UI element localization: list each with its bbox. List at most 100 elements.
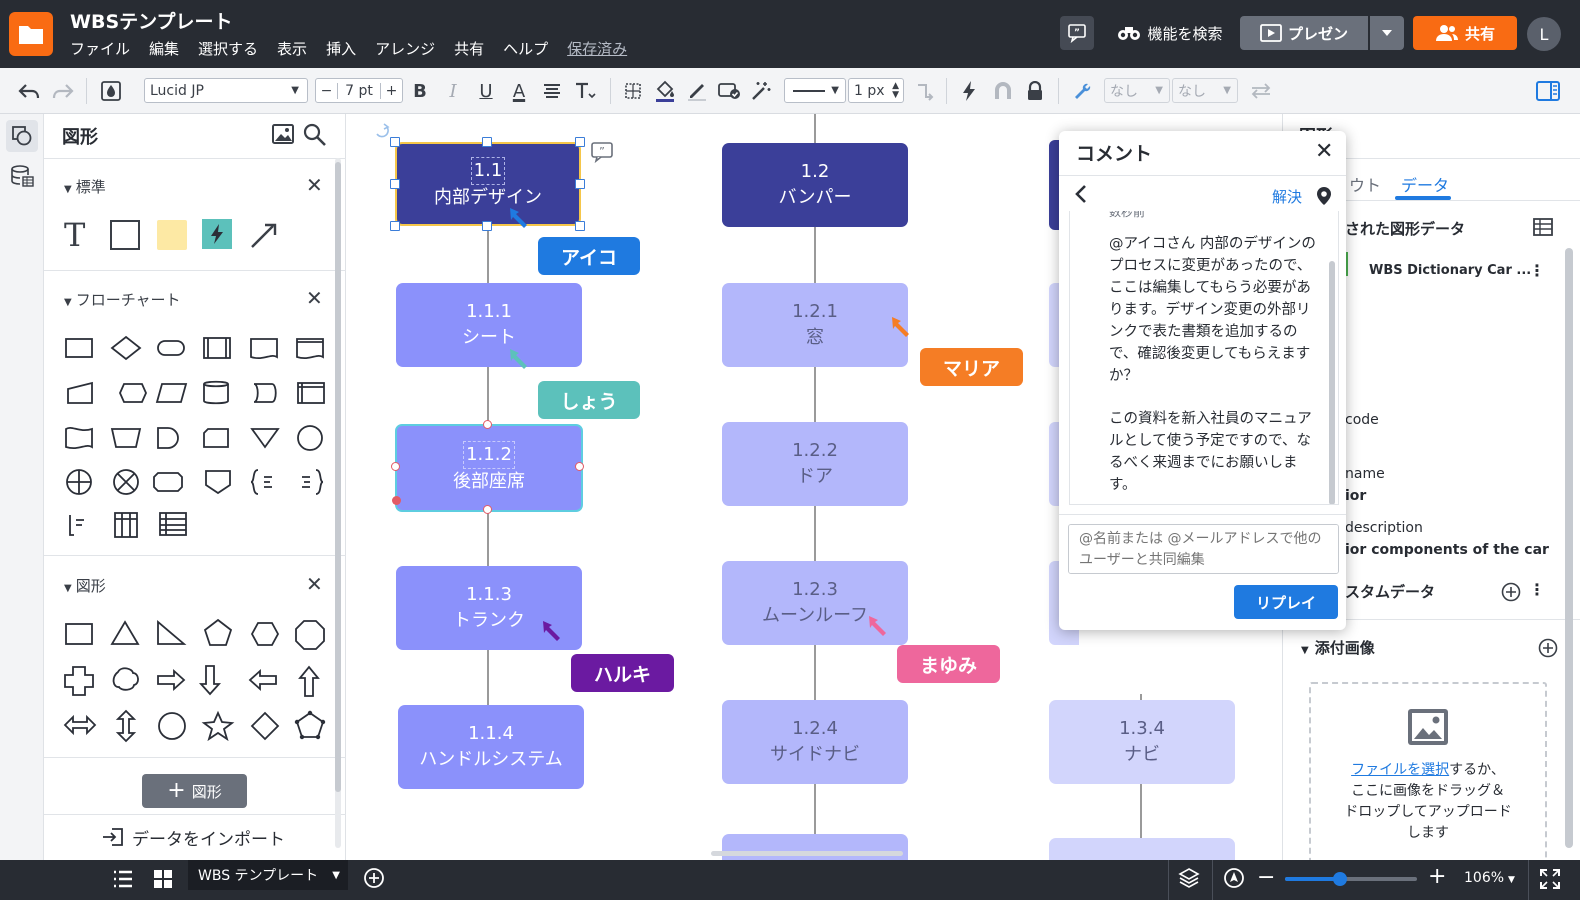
align-icon[interactable] — [540, 68, 564, 114]
rotate-icon[interactable] — [374, 122, 392, 140]
line-route-icon[interactable] — [912, 68, 938, 114]
node-1-1-1[interactable]: 1.1.1 シート — [396, 283, 582, 367]
rectangle-shape[interactable] — [110, 220, 140, 250]
menu-help[interactable]: ヘルプ — [503, 40, 549, 58]
node-1-3-4[interactable]: 1.3.4 ナビ — [1049, 700, 1235, 784]
menu-view[interactable]: 表示 — [277, 40, 308, 58]
menu-share[interactable]: 共有 — [454, 40, 485, 58]
node-1-1-3[interactable]: 1.1.3 トランク — [396, 566, 582, 650]
font-size-value[interactable]: 7 pt — [345, 82, 373, 99]
shapes-tool-icon[interactable] — [6, 120, 38, 152]
more-options-icon[interactable]: ⋮ — [1529, 580, 1545, 599]
zoom-out-icon[interactable]: − — [1257, 865, 1276, 890]
horizontal-scrollbar[interactable] — [711, 851, 903, 856]
panel-toggle-icon[interactable] — [1533, 68, 1563, 114]
undo-icon[interactable] — [14, 68, 44, 114]
connection-point[interactable] — [392, 496, 401, 505]
table-icon[interactable] — [1533, 218, 1553, 236]
section-flowchart-header[interactable]: ▼フローチャート — [64, 291, 181, 309]
magic-wand-icon[interactable] — [748, 68, 774, 114]
flowchart-shapes-grid[interactable] — [60, 329, 332, 544]
comment-scrollbar[interactable] — [1329, 261, 1335, 504]
node-partial[interactable] — [722, 834, 908, 860]
close-icon[interactable]: ✕ — [1315, 139, 1334, 164]
share-button[interactable]: 共有 — [1413, 16, 1517, 50]
menu-file[interactable]: ファイル — [70, 40, 131, 58]
resize-handle[interactable] — [390, 179, 400, 189]
page-tab[interactable]: WBS テンプレート ▼ — [188, 860, 348, 890]
zoom-in-icon[interactable]: + — [1428, 864, 1447, 889]
node-1-1-2[interactable]: 1.1.2 後部座席 — [395, 424, 583, 512]
right-panel-scrollbar[interactable] — [1565, 248, 1573, 848]
section-shapes-header[interactable]: ▼図形 — [64, 577, 106, 595]
line-color-icon[interactable] — [684, 68, 710, 114]
comment-marker-icon[interactable]: ” — [590, 141, 614, 163]
connection-point[interactable] — [575, 462, 584, 471]
reply-button[interactable]: リプレイ — [1234, 585, 1338, 619]
zoom-slider-thumb[interactable] — [1333, 872, 1347, 886]
menu-select[interactable]: 選択する — [198, 40, 259, 58]
fill-color-icon[interactable] — [652, 68, 678, 114]
user-avatar[interactable]: L — [1527, 17, 1561, 51]
location-pin-icon[interactable] — [1316, 186, 1332, 206]
add-shapes-button[interactable]: + 図形 — [142, 774, 247, 808]
node-1-1[interactable]: 1.1 内部デザイン — [395, 142, 581, 226]
font-size-increase[interactable]: + — [380, 82, 402, 99]
navigate-icon[interactable] — [1223, 867, 1245, 889]
basic-shapes-grid[interactable] — [60, 616, 332, 746]
back-icon[interactable] — [1075, 184, 1087, 204]
menu-edit[interactable]: 編集 — [149, 40, 180, 58]
node-1-2-4[interactable]: 1.2.4 サイドナビ — [722, 700, 908, 784]
node-partial[interactable] — [1049, 838, 1235, 860]
import-data-button[interactable]: データをインポート — [102, 822, 285, 852]
image-icon[interactable] — [272, 124, 294, 144]
attach-image-header[interactable]: ▼添付画像 — [1301, 639, 1375, 657]
add-page-icon[interactable] — [363, 867, 385, 889]
present-dropdown-button[interactable] — [1370, 16, 1404, 50]
menu-insert[interactable]: 挿入 — [326, 40, 357, 58]
menu-arrange[interactable]: アレンジ — [375, 40, 436, 58]
data-source-item[interactable]: WBS Dictionary Car ... — [1369, 263, 1532, 278]
more-options-icon[interactable]: ⋮ — [1529, 261, 1545, 280]
arrow-end-select[interactable]: なし ▼ — [1172, 78, 1238, 103]
select-file-link[interactable]: ファイルを選択 — [1351, 762, 1450, 778]
lock-icon[interactable] — [1022, 68, 1048, 114]
resolve-button[interactable]: 解決 — [1272, 188, 1303, 206]
resize-handle[interactable] — [575, 137, 585, 147]
swap-icon[interactable] — [1246, 68, 1276, 114]
style-icon[interactable] — [96, 68, 126, 114]
zoom-level[interactable]: 106%▼ — [1464, 870, 1515, 886]
comment-thread[interactable]: 数秒前 @アイコさん 内部のデザインのプロセスに変更があったので、ここは編集して… — [1069, 211, 1339, 505]
grid-view-icon[interactable] — [152, 868, 174, 890]
search-icon[interactable] — [303, 123, 327, 147]
tab-data[interactable]: データ — [1401, 176, 1450, 195]
text-options-icon[interactable] — [572, 68, 598, 114]
arrow-line-shape[interactable] — [249, 220, 279, 250]
italic-button[interactable]: I — [449, 80, 457, 102]
resize-handle[interactable] — [390, 221, 400, 231]
feature-search-button[interactable]: 機能を検索 — [1114, 16, 1226, 50]
field-name-value[interactable]: ior — [1345, 488, 1367, 504]
font-color-button[interactable]: A — [512, 80, 526, 102]
list-view-icon[interactable] — [112, 868, 134, 890]
redo-icon[interactable] — [48, 68, 78, 114]
node-1-2-2[interactable]: 1.2.2 ドア — [722, 422, 908, 506]
resize-handle[interactable] — [482, 221, 492, 231]
arrow-start-select[interactable]: なし ▼ — [1104, 78, 1170, 103]
close-icon[interactable]: ✕ — [306, 572, 323, 596]
present-button[interactable]: プレゼン — [1240, 16, 1368, 50]
magnet-icon[interactable] — [990, 68, 1016, 114]
section-standard-header[interactable]: ▼標準 — [64, 178, 106, 196]
folder-icon[interactable] — [9, 12, 53, 56]
wrench-icon[interactable] — [1068, 68, 1098, 114]
connection-point[interactable] — [483, 505, 492, 514]
close-icon[interactable]: ✕ — [306, 286, 323, 310]
sticky-note-shape[interactable] — [157, 220, 187, 250]
lightning-shape-icon[interactable] — [202, 219, 232, 249]
resize-handle[interactable] — [390, 137, 400, 147]
fullscreen-icon[interactable] — [1539, 868, 1561, 890]
underline-button[interactable]: U — [479, 80, 493, 102]
panel-scrollbar[interactable] — [335, 158, 341, 848]
line-width-select[interactable]: 1 px ▲▼ — [848, 78, 904, 103]
lightning-icon[interactable] — [956, 68, 982, 114]
